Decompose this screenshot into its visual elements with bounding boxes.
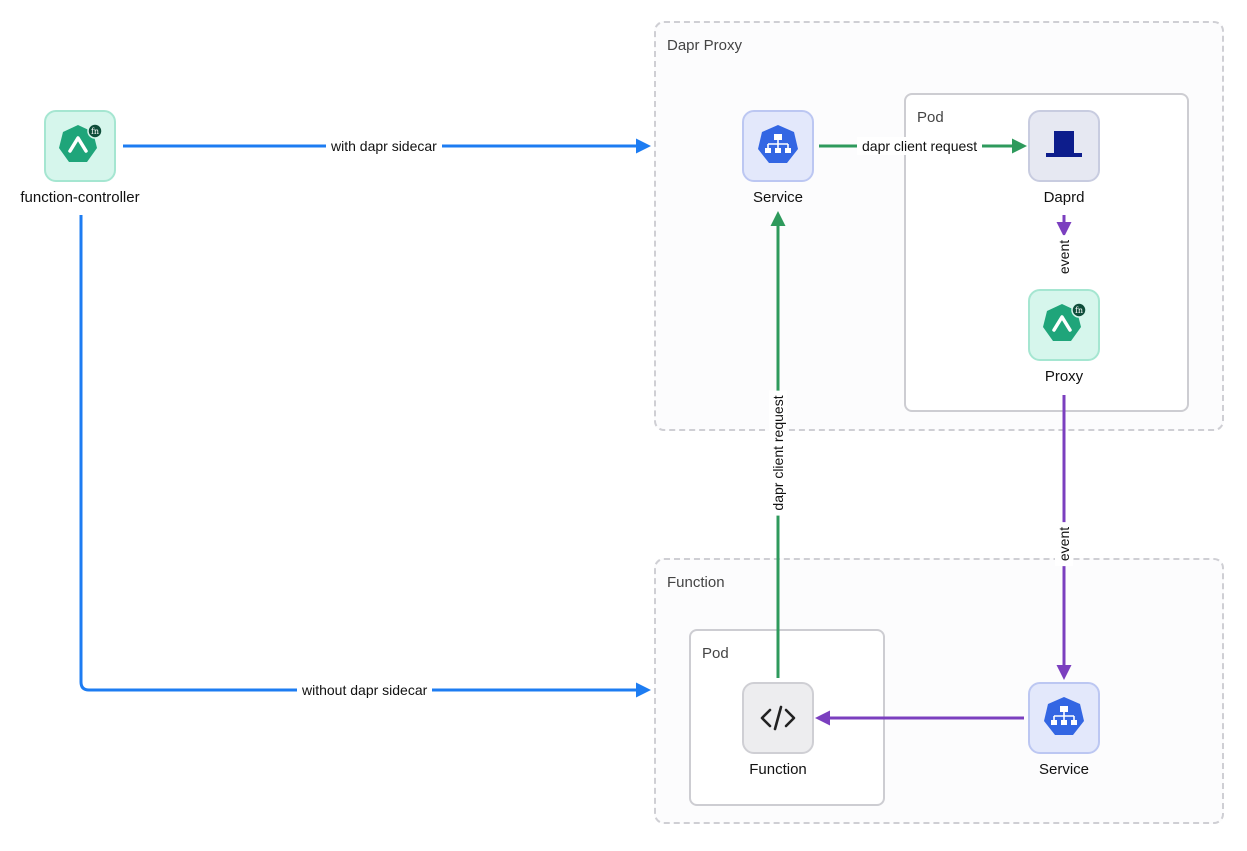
dapr-logo xyxy=(1046,131,1082,157)
svg-text:fn: fn xyxy=(91,127,99,136)
openfunction-logo: fn xyxy=(1043,302,1087,341)
node-label-function-service: Service xyxy=(1038,761,1090,778)
openfunction-logo: fn xyxy=(59,123,103,162)
edge-label-with-dapr-sidecar: with dapr sidecar xyxy=(326,137,442,155)
openfunction-icon[interactable]: fn xyxy=(1028,289,1100,361)
pod-label: Pod xyxy=(917,109,944,126)
kubernetes-service-icon[interactable] xyxy=(742,110,814,182)
node-label-function-controller: function-controller xyxy=(20,189,140,206)
openfunction-icon[interactable]: fn xyxy=(44,110,116,182)
code-icon[interactable] xyxy=(742,682,814,754)
edge-label-without-dapr-sidecar: without dapr sidecar xyxy=(297,681,433,699)
group-label: Function xyxy=(667,574,725,591)
service-logo xyxy=(1044,697,1084,735)
dapr-icon[interactable] xyxy=(1028,110,1100,182)
edge-without-dapr-sidecar xyxy=(79,215,651,698)
kubernetes-service-icon[interactable] xyxy=(1028,682,1100,754)
service-logo xyxy=(758,125,798,163)
edge-label-daprd-to-proxy: event xyxy=(1055,234,1073,280)
node-label-function: Function xyxy=(749,761,807,778)
group-label: Dapr Proxy xyxy=(667,37,743,54)
node-label-proxy-service: Service xyxy=(752,189,804,206)
edge-label-function-to-service: dapr client request xyxy=(769,390,787,516)
node-label-proxy: Proxy xyxy=(1044,368,1084,385)
svg-text:fn: fn xyxy=(1075,306,1083,315)
pod-label: Pod xyxy=(702,645,729,662)
edge-label-proxy-to-service: event xyxy=(1055,521,1073,567)
node-label-daprd: Daprd xyxy=(1043,189,1085,206)
code-logo xyxy=(760,705,796,731)
edge-label-service-to-daprd: dapr client request xyxy=(857,137,983,155)
